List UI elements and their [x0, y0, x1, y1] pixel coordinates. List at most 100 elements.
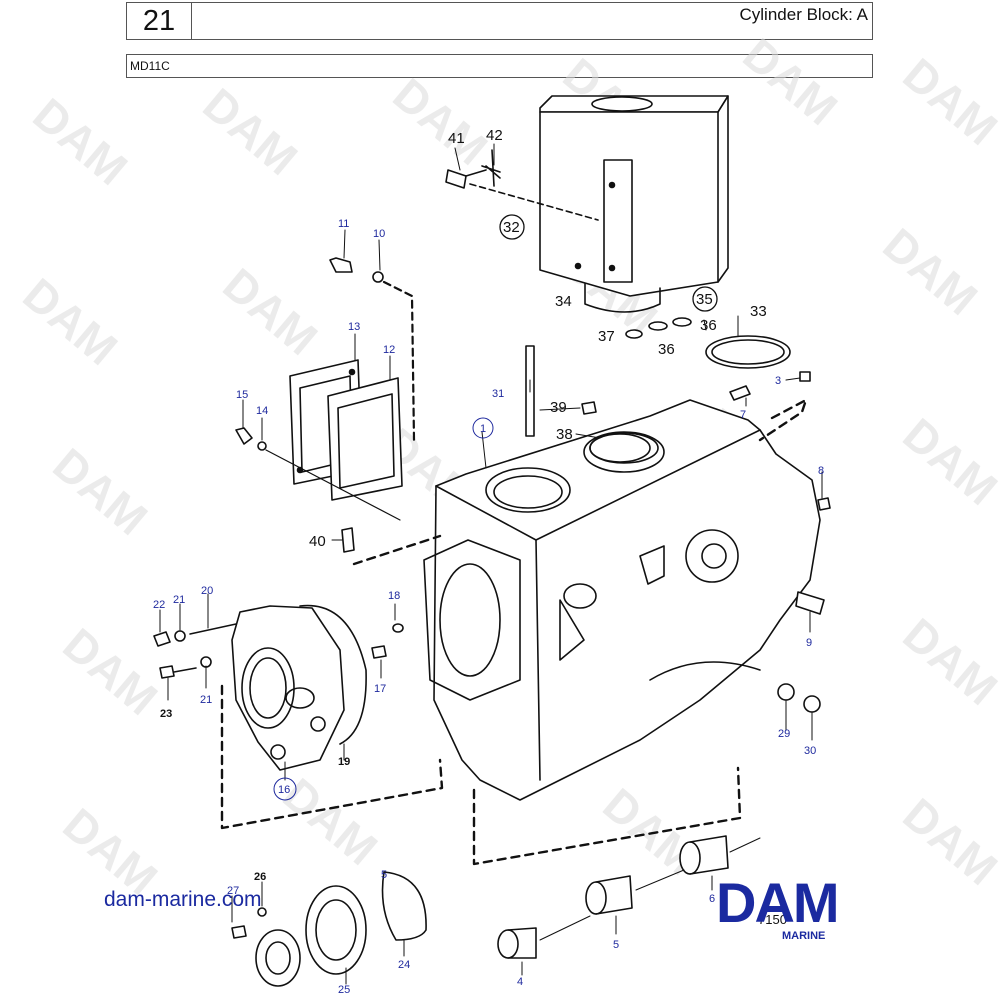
callout-14: 14 — [256, 405, 268, 417]
callout-1: 1 — [480, 423, 486, 435]
callout-24: 24 — [398, 959, 410, 971]
callout-12: 12 — [383, 344, 395, 356]
watermark: DAM — [734, 28, 848, 135]
washer-30 — [803, 695, 821, 713]
cylinder-block — [423, 399, 821, 801]
header-divider — [191, 3, 192, 39]
callout-6: 6 — [709, 893, 715, 905]
watermark: DAM — [194, 78, 308, 185]
callout-9: 9 — [806, 637, 812, 649]
watermark: DAM — [214, 258, 328, 365]
callout-36: 36 — [700, 317, 717, 334]
callout-32: 32 — [503, 219, 520, 236]
callout-37: 37 — [598, 328, 615, 345]
callout-10: 10 — [373, 228, 385, 240]
callout-36: 36 — [658, 341, 675, 358]
callout-7: 7 — [740, 409, 746, 421]
callout-11: 11 — [338, 218, 349, 230]
cylinder-part — [539, 95, 729, 313]
callout-25: 25 — [338, 984, 350, 996]
watermark: DAM — [24, 88, 138, 195]
model-label: MD11C — [130, 59, 170, 73]
watermark: DAM — [44, 438, 158, 545]
bolts-20-23 — [153, 623, 237, 679]
callout-circle — [472, 417, 494, 439]
plug-9 — [795, 591, 825, 615]
washer-37 — [625, 329, 643, 339]
callout-5: 5 — [613, 939, 619, 951]
callout-13: 13 — [348, 321, 360, 333]
washer-36b — [672, 317, 692, 327]
callout-31: 31 — [492, 388, 504, 400]
model-bar: MD11C — [126, 54, 873, 78]
callout-30: 30 — [804, 745, 816, 757]
watermark: DAM — [54, 618, 168, 725]
assembly-lines — [220, 398, 808, 866]
logo-subtitle: MARINE — [782, 930, 826, 942]
nipple-40 — [341, 527, 355, 553]
page-header: 21 Cylinder Block: A — [126, 2, 873, 40]
watermark: DAM — [14, 268, 128, 375]
pin-39 — [581, 401, 597, 415]
drawing-number: 7150 — [758, 912, 787, 927]
callout-5: 5 — [381, 869, 387, 881]
watermark: DAM — [384, 68, 498, 175]
callout-21: 21 — [200, 694, 212, 706]
plug-3 — [799, 371, 811, 382]
cover-gaskets — [289, 359, 403, 501]
oring-18 — [392, 623, 404, 633]
page-number: 21 — [142, 5, 176, 37]
bearing-housing — [231, 871, 427, 987]
callout-34: 34 — [555, 293, 572, 310]
callout-29: 29 — [778, 728, 790, 740]
callout-38: 38 — [556, 426, 573, 443]
callout-26: 26 — [254, 871, 266, 883]
bushings — [497, 835, 761, 959]
callout-18: 18 — [388, 590, 400, 602]
watermark: DAM — [894, 788, 1000, 895]
callout-39: 39 — [550, 399, 567, 416]
callout-27: 27 — [227, 885, 239, 897]
dam-logo: DAM — [716, 876, 840, 934]
ring-33 — [705, 335, 791, 369]
plug-8 — [817, 497, 831, 511]
watermark: DAM — [274, 768, 388, 875]
callout-19: 19 — [338, 756, 350, 768]
callout-circle — [692, 286, 718, 312]
callout-4: 4 — [517, 976, 523, 988]
callout-15: 15 — [236, 389, 248, 401]
plug-29 — [777, 683, 795, 701]
callout-16: 16 — [278, 784, 290, 796]
ring-38 — [589, 433, 651, 463]
bolt-11 — [329, 257, 416, 442]
watermark: DAM — [874, 218, 988, 325]
callout-22: 22 — [153, 599, 165, 611]
logo-text: DAM — [716, 876, 838, 934]
callout-41: 41 — [448, 130, 465, 147]
callout-20: 20 — [201, 585, 213, 597]
callout-21: 21 — [173, 594, 185, 606]
callout-circle — [273, 777, 297, 801]
callout-8: 8 — [818, 465, 824, 477]
leader-lines — [159, 143, 823, 985]
callout-layer: 1 3 4 5 5 6 7 8 9 10 11 12 13 14 15 16 1… — [153, 127, 824, 996]
washer-36 — [648, 321, 668, 331]
pin-17 — [371, 645, 387, 659]
callout-3: 3 — [775, 375, 781, 387]
callout-35: 35 — [696, 291, 713, 308]
callout-40: 40 — [309, 533, 326, 550]
page-title: Cylinder Block: A — [739, 5, 869, 24]
drain-cock — [445, 149, 599, 221]
callout-circle — [499, 214, 525, 240]
callout-33: 33 — [750, 303, 767, 320]
watermark: DAM — [894, 608, 1000, 715]
watermark: DAM — [894, 408, 1000, 515]
timing-cover — [231, 604, 367, 771]
callout-23: 23 — [160, 708, 172, 720]
bolt-15 — [235, 427, 401, 521]
callout-42: 42 — [486, 127, 503, 144]
watermark: DAM — [894, 48, 1000, 155]
website-link[interactable]: dam-marine.com — [104, 888, 262, 911]
plug-7 — [729, 385, 751, 401]
